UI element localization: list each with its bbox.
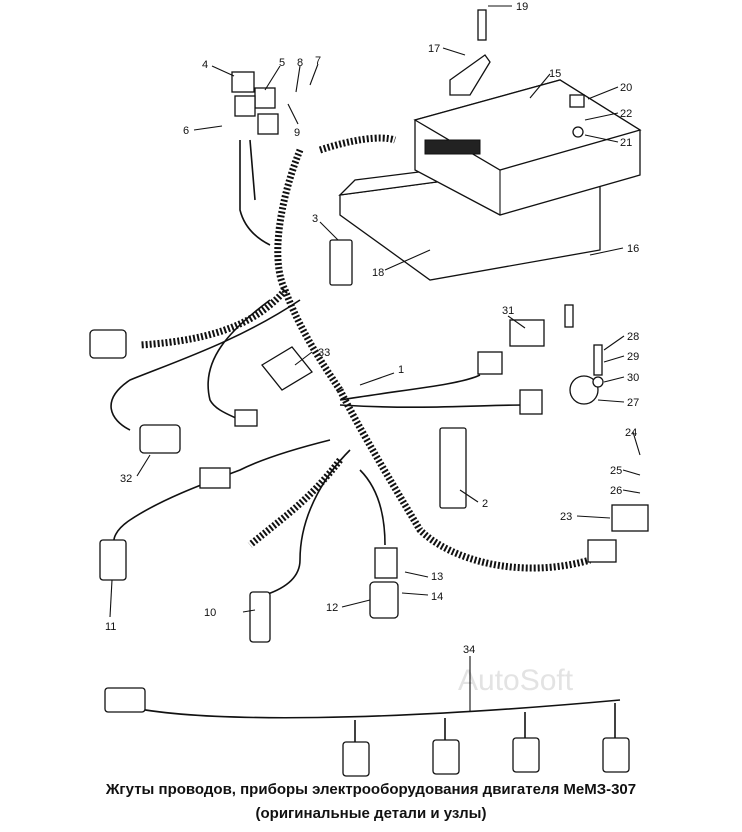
watermark-text: AutoSoft	[458, 664, 574, 697]
caption-line-2: (оригинальные детали и узлы)	[255, 805, 487, 822]
callout-6: 6	[183, 125, 189, 137]
callout-34: 34	[463, 644, 475, 656]
bracket-2	[439, 427, 467, 509]
wire-harness	[110, 134, 621, 745]
figure-caption: Жгуты проводов, приборы электрооборудова…	[0, 778, 742, 826]
callout-27: 27	[627, 397, 639, 409]
callout-33: 33	[318, 347, 330, 359]
callout-20: 20	[620, 82, 632, 94]
callout-12: 12	[326, 602, 338, 614]
callout-23: 23	[560, 511, 572, 523]
callout-16: 16	[627, 243, 639, 255]
components	[89, 9, 649, 777]
callout-22: 22	[620, 108, 632, 120]
callout-15: 15	[549, 68, 561, 80]
callout-17: 17	[428, 43, 440, 55]
callout-9: 9	[294, 127, 300, 139]
callout-30: 30	[627, 372, 639, 384]
bracket-3	[329, 239, 353, 286]
callout-8: 8	[297, 57, 303, 69]
relay-block	[231, 71, 279, 135]
callout-29: 29	[627, 351, 639, 363]
bracket-17	[449, 54, 491, 96]
callout-7: 7	[315, 55, 321, 67]
callout-2: 2	[482, 498, 488, 510]
caption-line-1: Жгуты проводов, приборы электрооборудова…	[105, 781, 637, 798]
callout-14: 14	[431, 591, 443, 603]
callout-31: 31	[502, 305, 514, 317]
callout-3: 3	[312, 213, 318, 225]
callout-25: 25	[610, 465, 622, 477]
leader-lines	[109, 5, 641, 712]
callout-1: 1	[398, 364, 404, 376]
callout-24: 24	[625, 427, 637, 439]
callout-13: 13	[431, 571, 443, 583]
callout-5: 5	[279, 57, 285, 69]
callout-10: 10	[204, 607, 216, 619]
callout-4: 4	[202, 59, 208, 71]
callout-19: 19	[516, 1, 528, 13]
callout-21: 21	[620, 137, 632, 149]
callout-26: 26	[610, 485, 622, 497]
callout-32: 32	[120, 473, 132, 485]
callout-18: 18	[372, 267, 384, 279]
callout-28: 28	[627, 331, 639, 343]
callout-11: 11	[105, 621, 116, 633]
callout-labels: 1 2 3 4 5 6 7 8 9 10 11 12 13 14 15 16 1…	[105, 1, 639, 656]
